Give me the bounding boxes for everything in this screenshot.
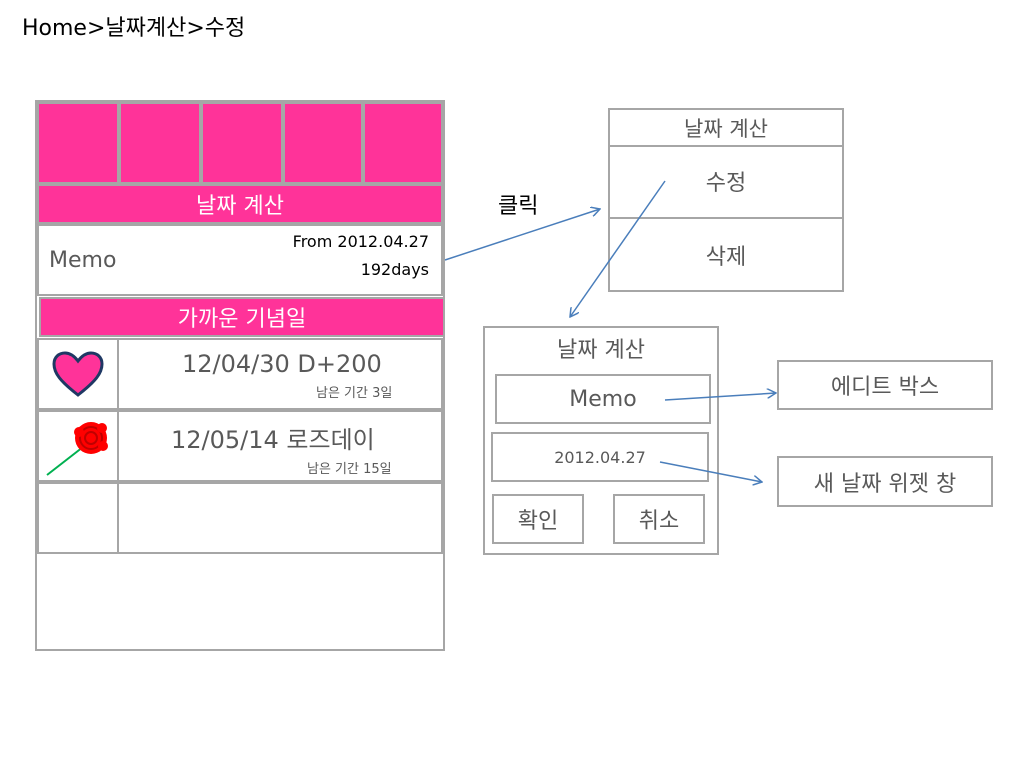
anniversary-row[interactable]: 12/05/14 로즈데이 남은 기간 15일 bbox=[37, 410, 443, 482]
arrow-to-date-note bbox=[659, 461, 762, 482]
memo-label: Memo bbox=[49, 248, 117, 273]
arrow-to-edit-note bbox=[664, 393, 776, 401]
section-title: 날짜 계산 bbox=[37, 184, 443, 224]
tab-3[interactable] bbox=[201, 102, 283, 184]
anniversary-row[interactable]: 12/04/30 D+200 남은 기간 3일 bbox=[37, 338, 443, 410]
anniversary-remaining: 남은 기간 15일 bbox=[307, 462, 392, 477]
confirm-button[interactable]: 확인 bbox=[492, 494, 584, 544]
icon-cell-empty bbox=[39, 484, 119, 552]
phone-screen: 날짜 계산 Memo From 2012.04.27 192days 가까운 기… bbox=[35, 100, 445, 651]
tab-2[interactable] bbox=[119, 102, 201, 184]
memo-days-count: 192days bbox=[360, 260, 429, 279]
date-widget-note: 새 날짜 위젯 창 bbox=[777, 456, 993, 507]
anniversary-row-empty bbox=[37, 482, 443, 554]
edit-box-note: 에디트 박스 bbox=[777, 360, 993, 410]
heart-icon bbox=[39, 340, 119, 408]
anniversary-date: 12/04/30 D+200 bbox=[182, 350, 382, 378]
context-menu: 날짜 계산 수정 삭제 bbox=[608, 108, 844, 292]
memo-row[interactable]: Memo From 2012.04.27 192days bbox=[37, 224, 443, 296]
menu-item-edit[interactable]: 수정 bbox=[610, 147, 842, 219]
menu-title: 날짜 계산 bbox=[610, 110, 842, 147]
memo-from-date: From 2012.04.27 bbox=[292, 232, 429, 251]
cancel-button[interactable]: 취소 bbox=[613, 494, 705, 544]
dialog-title: 날짜 계산 bbox=[557, 338, 645, 363]
anniversary-title: 가까운 기념일 bbox=[39, 297, 445, 337]
tab-5[interactable] bbox=[363, 102, 443, 184]
rose-icon bbox=[39, 412, 119, 480]
arrow-to-menu bbox=[444, 209, 600, 261]
arrow-to-dialog bbox=[570, 180, 666, 317]
edit-dialog: 날짜 계산 Memo 2012.04.27 확인 취소 bbox=[483, 326, 719, 555]
tab-1[interactable] bbox=[37, 102, 119, 184]
click-annotation: 클릭 bbox=[498, 194, 539, 219]
tab-4[interactable] bbox=[283, 102, 363, 184]
menu-item-delete[interactable]: 삭제 bbox=[705, 244, 747, 270]
memo-edit-field[interactable]: Memo bbox=[495, 374, 711, 424]
date-field[interactable]: 2012.04.27 bbox=[491, 432, 709, 482]
anniversary-date: 12/05/14 로즈데이 bbox=[171, 426, 375, 454]
breadcrumb: Home>날짜계산>수정 bbox=[22, 16, 246, 41]
anniversary-remaining: 남은 기간 3일 bbox=[316, 386, 393, 401]
